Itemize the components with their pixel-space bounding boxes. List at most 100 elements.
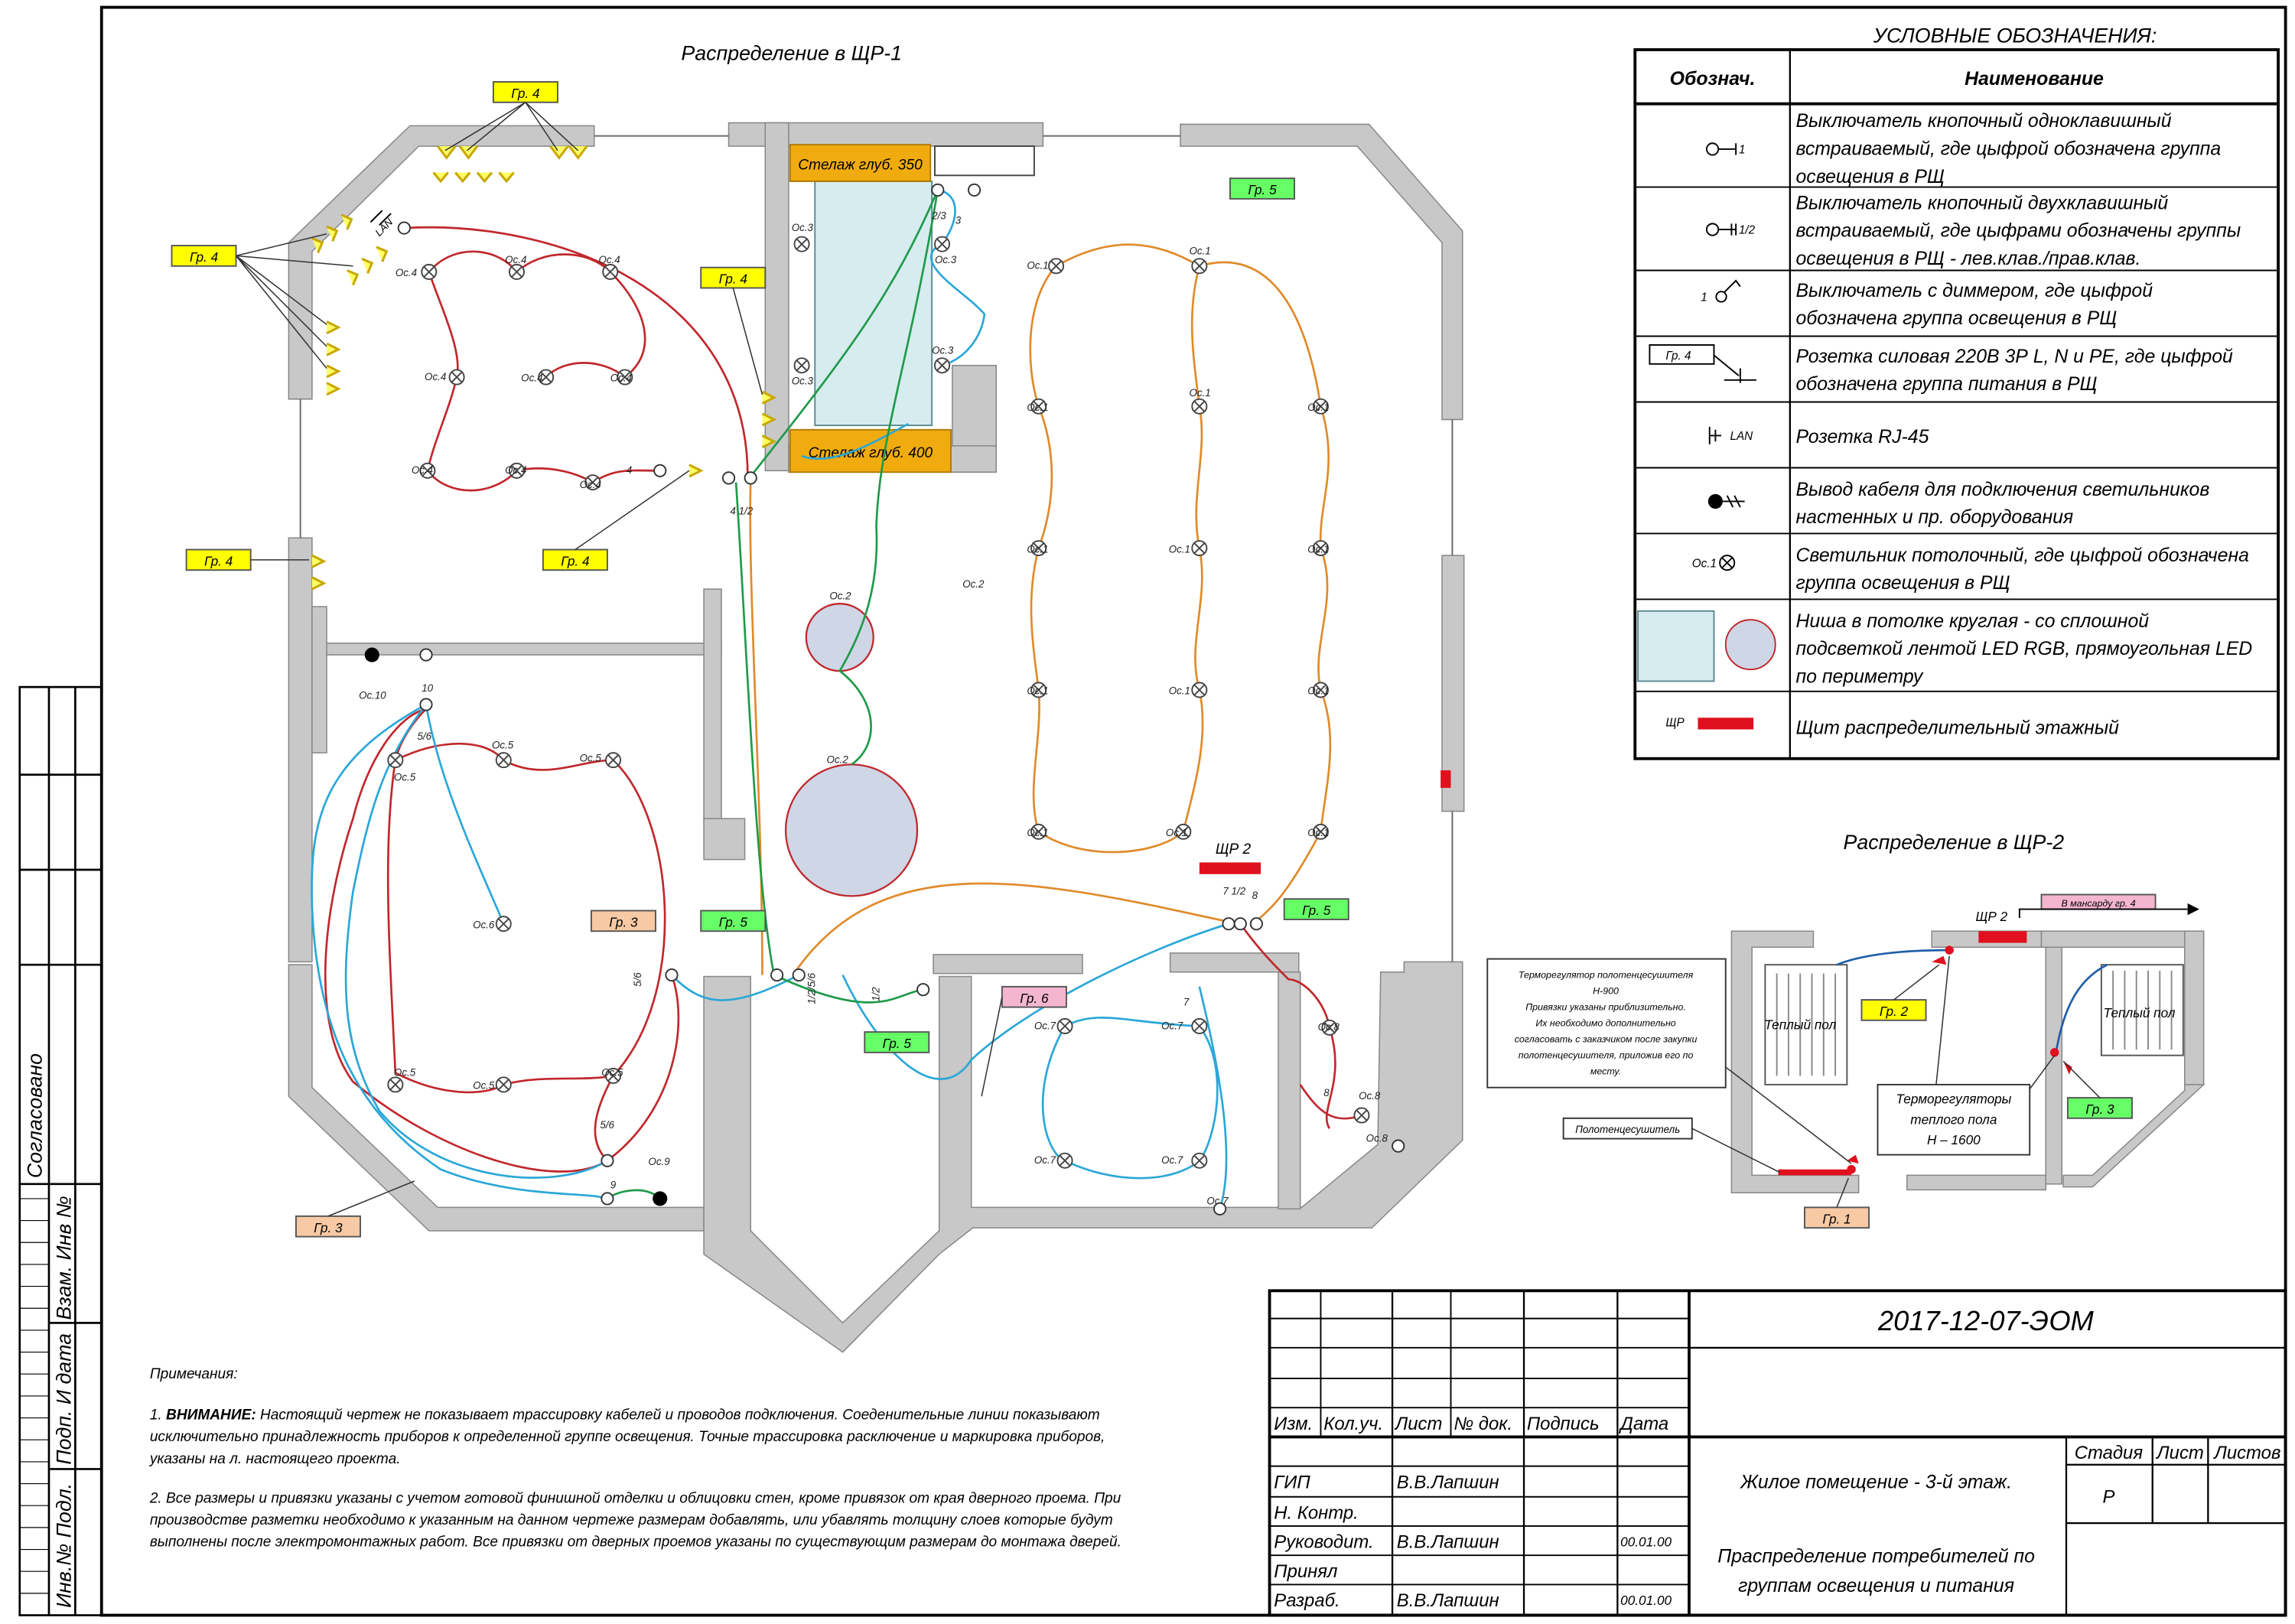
svg-text:Руководит.: Руководит. <box>1274 1532 1373 1553</box>
svg-text:Ос.1: Ос.1 <box>1027 402 1048 413</box>
svg-text:Гр. 2: Гр. 2 <box>1880 1004 1909 1019</box>
svg-text:Ос.7: Ос.7 <box>1034 1154 1056 1166</box>
svg-text:Ос.8: Ос.8 <box>1359 1090 1381 1102</box>
svg-text:Ос.6: Ос.6 <box>473 919 495 930</box>
legend-symbols <box>1637 142 1776 730</box>
svg-text:Кол.уч.: Кол.уч. <box>1323 1414 1383 1434</box>
svg-text:ЩР: ЩР <box>1665 717 1685 730</box>
svg-text:Ос.1: Ос.1 <box>1169 543 1190 555</box>
side-inv-replace: Взам. Инв № <box>53 1196 76 1320</box>
svg-text:В.В.Лапшин: В.В.Лапшин <box>1397 1590 1499 1611</box>
side-agreed: Согласовано <box>23 1053 46 1178</box>
svg-text:Ос.4: Ос.4 <box>521 373 542 384</box>
svg-text:Н. Контр.: Н. Контр. <box>1274 1502 1359 1523</box>
sheets-header: Листов <box>2212 1443 2280 1463</box>
fixture-labels: Ос.4 Ос.4 Ос.4 Ос.4 Ос.4 Ос.4 Ос.4 Ос.4 … <box>359 222 1388 1207</box>
niche-circle-large <box>784 763 919 897</box>
svg-text:1/2/5/6: 1/2/5/6 <box>806 972 817 1004</box>
svg-text:Ос.2: Ос.2 <box>829 590 851 601</box>
svg-text:Гр. 5: Гр. 5 <box>1248 182 1277 197</box>
title-headers: Изм. Кол.уч. Лист № док. Подпись Дата <box>1274 1414 1668 1434</box>
svg-text:7: 7 <box>1183 997 1190 1008</box>
stage-value: Р <box>2102 1486 2114 1507</box>
svg-text:Ос.4: Ос.4 <box>505 464 526 476</box>
svg-text:Ос.4: Ос.4 <box>505 254 526 265</box>
svg-text:встраиваемый, где цыфрой обозн: встраиваемый, где цыфрой обозначена груп… <box>1795 139 2221 160</box>
svg-text:Ос.1: Ос.1 <box>1189 245 1210 256</box>
svg-text:Терморегуляторы: Терморегуляторы <box>1896 1092 2011 1107</box>
cable-output <box>653 1191 668 1206</box>
svg-text:выполнены после электромонтажн: выполнены после электромонтажных работ. … <box>150 1535 1121 1551</box>
svg-text:исключительно принадлежность п: исключительно принадлежность приборов к … <box>150 1429 1105 1445</box>
svg-text:В.В.Лапшин: В.В.Лапшин <box>1397 1472 1499 1492</box>
notes: Примечания: 1. ВНИМАНИЕ: Настоящий черте… <box>148 1366 1121 1551</box>
svg-text:Ос.5: Ос.5 <box>601 1066 623 1078</box>
svg-text:Ос.2: Ос.2 <box>962 578 985 590</box>
svg-text:обозначена группа освещения в: обозначена группа освещения в РЩ <box>1795 308 2117 329</box>
svg-text:Ос.1: Ос.1 <box>1189 387 1210 399</box>
svg-text:Гр. 5: Гр. 5 <box>883 1036 912 1051</box>
niche-rect <box>814 180 933 427</box>
svg-text:месту.: месту. <box>1590 1066 1621 1077</box>
svg-text:Ос.3: Ос.3 <box>935 254 957 265</box>
svg-text:Изм.: Изм. <box>1274 1414 1313 1434</box>
svg-text:Гр. 4: Гр. 4 <box>561 554 589 569</box>
svg-text:4 1/2: 4 1/2 <box>730 506 753 517</box>
side-sign-date: Подп. И дата <box>53 1333 76 1465</box>
svg-text:5/6: 5/6 <box>600 1119 614 1131</box>
svg-text:Светильник потолочный, где цыф: Светильник потолочный, где цыфрой обозна… <box>1795 545 2248 566</box>
warm-floor-a <box>1764 964 1848 1085</box>
svg-text:Гр. 4: Гр. 4 <box>1665 350 1691 363</box>
svg-text:подсветкой лентой LED RGB, пря: подсветкой лентой LED RGB, прямоугольная… <box>1795 639 2252 659</box>
svg-text:Ос.4: Ос.4 <box>412 464 433 476</box>
svg-text:Ос.1: Ос.1 <box>1166 827 1187 838</box>
svg-text:00.01.00: 00.01.00 <box>1620 1535 1672 1550</box>
svg-text:7 1/2: 7 1/2 <box>1222 885 1245 897</box>
svg-text:Ос.5: Ос.5 <box>492 739 514 750</box>
panel-shr2-b <box>1978 931 2027 943</box>
svg-text:Гр. 5: Гр. 5 <box>719 915 748 930</box>
legend-symbol-text: 1 1/2 1 Гр. 4 LAN Ос.1 ЩР <box>1665 144 1755 730</box>
stage-header: Стадия <box>2075 1443 2144 1463</box>
svg-text:Ос.4: Ос.4 <box>580 479 601 490</box>
svg-text:Ос.7: Ос.7 <box>1034 1020 1056 1031</box>
svg-text:1: 1 <box>1701 291 1707 304</box>
svg-text:Вывод кабеля для подключения с: Вывод кабеля для подключения светильнико… <box>1795 480 2209 500</box>
svg-text:Гр. 3: Гр. 3 <box>2085 1102 2114 1117</box>
svg-text:Ос.8: Ос.8 <box>1366 1132 1388 1144</box>
svg-text:обозначена группа питания в РЩ: обозначена группа питания в РЩ <box>1795 374 2097 395</box>
circuit-lines <box>311 189 1362 1209</box>
shelf-bottom <box>789 428 952 474</box>
svg-text:1. ВНИМАНИЕ: Настоящий чертеж: 1. ВНИМАНИЕ: Настоящий чертеж не показыв… <box>150 1407 1100 1423</box>
svg-text:теплого пола: теплого пола <box>1910 1111 1997 1127</box>
svg-text:группа освещения в РЩ: группа освещения в РЩ <box>1795 573 2010 594</box>
svg-text:1: 1 <box>1739 144 1746 157</box>
svg-text:Терморегулятор полотенцесушите: Терморегулятор полотенцесушителя <box>1519 969 1694 980</box>
switches <box>397 183 1405 1216</box>
svg-text:5/6: 5/6 <box>632 972 643 987</box>
svg-text:Ос.7: Ос.7 <box>1161 1154 1183 1166</box>
legend-title: УСЛОВНЫЕ ОБОЗНАЧЕНИЯ: <box>1873 24 2157 47</box>
shelf-top <box>789 144 932 182</box>
sheet-description-2: группам освещения и питания <box>1738 1576 2014 1596</box>
svg-text:2. Все размеры и привязки указ: 2. Все размеры и привязки указаны с учет… <box>149 1490 1121 1506</box>
svg-text:Ос.8: Ос.8 <box>1318 1021 1340 1033</box>
svg-text:LAN: LAN <box>1730 430 1753 443</box>
cable-output <box>364 647 379 662</box>
svg-text:Гр. 1: Гр. 1 <box>1822 1211 1851 1226</box>
svg-text:1/2: 1/2 <box>1739 224 1756 237</box>
panel-shr2 <box>1199 862 1261 874</box>
svg-text:Ос.4: Ос.4 <box>598 254 620 265</box>
svg-text:Ос.1: Ос.1 <box>1307 402 1329 413</box>
svg-text:Принял: Принял <box>1274 1561 1337 1582</box>
svg-text:Ос.1: Ос.1 <box>1307 543 1329 555</box>
wall-sockets <box>311 145 777 591</box>
svg-text:согласовать с заказчиком после: согласовать с заказчиком после закупки <box>1515 1033 1698 1044</box>
thermo-floor: Терморегуляторы теплого пола Н – 1600 <box>1896 1092 2011 1148</box>
svg-text:производстве разметки необходи: производстве разметки необходимо к указа… <box>150 1512 1113 1528</box>
svg-text:по периметру: по периметру <box>1795 666 1923 687</box>
svg-text:10: 10 <box>422 682 433 694</box>
svg-text:Ос.5: Ос.5 <box>473 1080 495 1092</box>
svg-text:Ниша в потолке круглая - со сп: Ниша в потолке круглая - со сплошной <box>1795 611 2149 632</box>
svg-text:№ док.: № док. <box>1454 1414 1512 1434</box>
